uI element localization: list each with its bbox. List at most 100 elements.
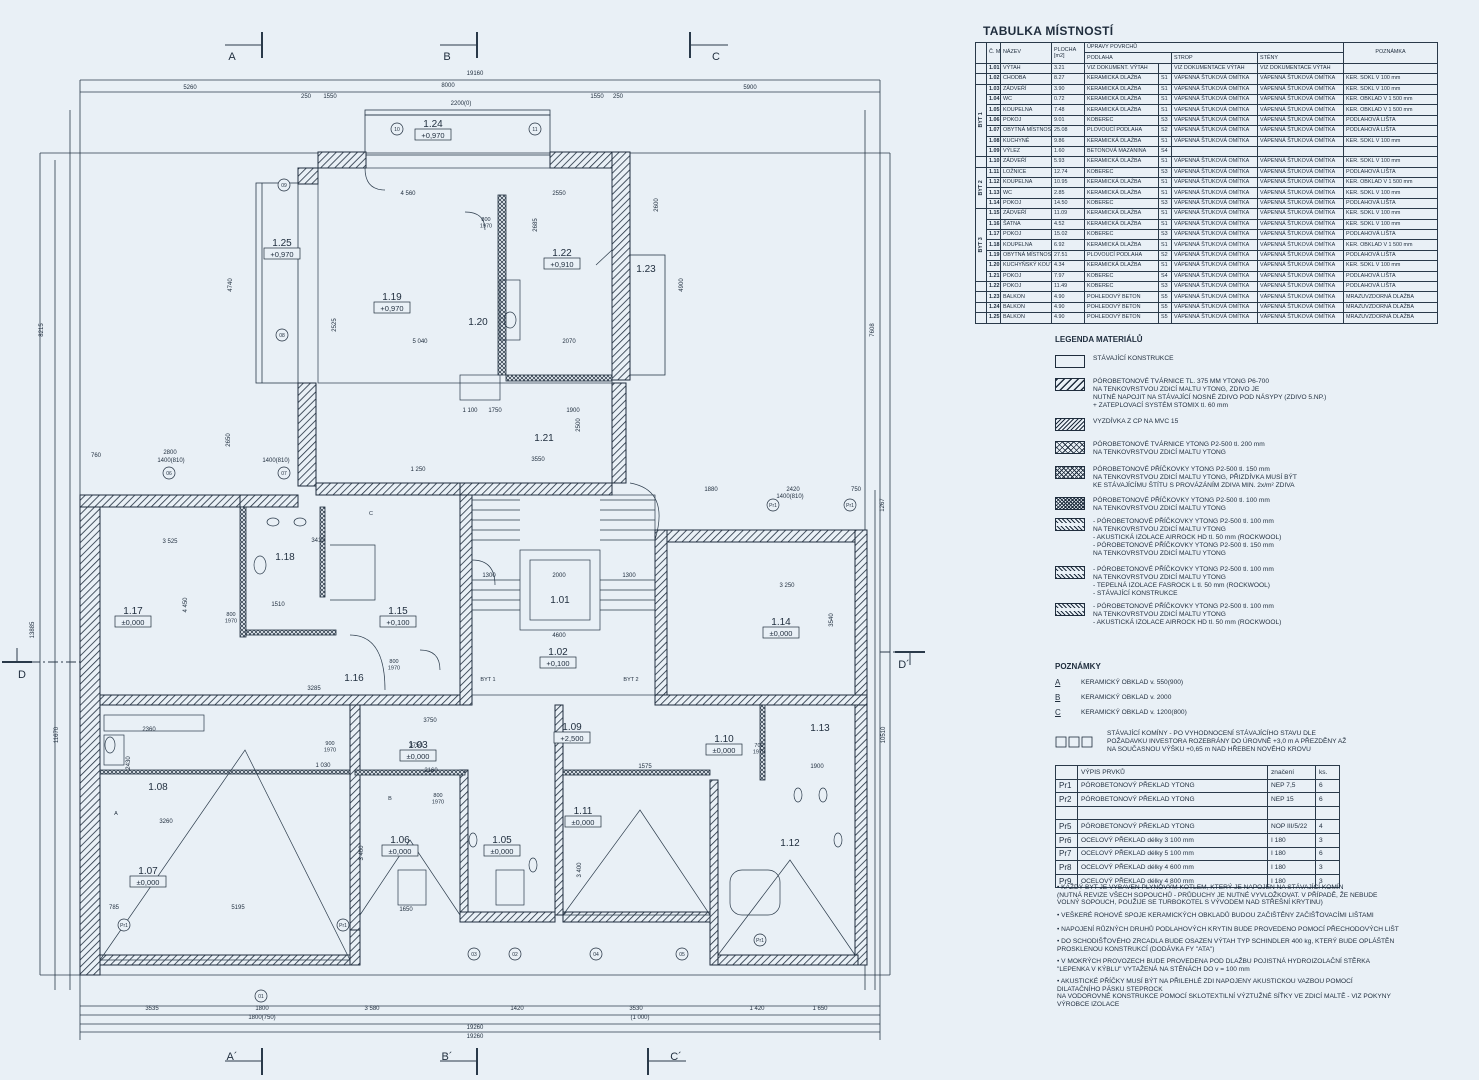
table-cell: S1 bbox=[1158, 73, 1172, 85]
walls bbox=[79, 151, 868, 976]
table-cell: 14.50 bbox=[1051, 197, 1085, 210]
table-cell: PLOVOUCÍ PODLAHA bbox=[1084, 125, 1159, 137]
table-cell: VÁPENNÁ ŠTUKOVÁ OMÍTKA bbox=[1171, 239, 1258, 251]
axis-marker-label: 11 bbox=[532, 127, 537, 133]
room-number: 1.19 bbox=[382, 292, 402, 303]
dimension-label: 4900 bbox=[679, 278, 685, 292]
room-number: 1.21 bbox=[534, 433, 554, 444]
table-cell: KERAMICKÁ DLAŽBA bbox=[1084, 239, 1159, 251]
plan-note: C bbox=[369, 511, 373, 517]
dimension-label: 3 250 bbox=[779, 583, 795, 589]
table-cell: 1.15 bbox=[986, 208, 1001, 220]
legend-swatch bbox=[1055, 497, 1085, 510]
room-number: 1.07 bbox=[138, 866, 158, 877]
table-cell: KER. SOKL V 100 mm bbox=[1343, 260, 1438, 272]
dimension-label: (1 000) bbox=[630, 1015, 649, 1021]
axis-marker-circle bbox=[753, 933, 767, 947]
dimension-label: 1880 bbox=[704, 487, 718, 493]
table-cell: PODLAHOVÁ LIŠTA bbox=[1343, 114, 1438, 127]
table-cell: VÁPENNÁ ŠTUKOVÁ OMÍTKA bbox=[1257, 104, 1344, 116]
dimension-label: 3 400 bbox=[577, 862, 583, 878]
axis-marker-circle bbox=[528, 122, 542, 136]
col-ks: ks. bbox=[1315, 765, 1340, 780]
table-cell: KOUPELNA bbox=[1000, 104, 1052, 116]
level-box bbox=[564, 815, 602, 828]
level-box bbox=[483, 844, 521, 857]
legend-text: PÓROBETONOVÉ TVÁRNICE TL. 375 MM YTONG P… bbox=[1093, 378, 1327, 409]
dimension-label: 3540 bbox=[829, 613, 835, 627]
table-cell: 1.07 bbox=[986, 125, 1001, 137]
dimension-label: 1300 bbox=[622, 573, 636, 579]
table-cell: POKOJ bbox=[1000, 197, 1052, 210]
table-cell: KUCHYŇSKÝ KOUT bbox=[1000, 260, 1052, 272]
dimension-label: 1650 bbox=[399, 907, 413, 913]
dimension-label: 8215 bbox=[39, 323, 45, 337]
dimension-label: 10510 bbox=[881, 726, 887, 743]
table-cell: S1 bbox=[1158, 135, 1172, 147]
legend-item: STÁVAJÍCÍ KONSTRUKCE bbox=[1055, 355, 1455, 368]
table-cell: WC bbox=[1000, 187, 1052, 199]
plan-note: 800 bbox=[226, 612, 235, 618]
table-cell: 5.93 bbox=[1051, 156, 1085, 168]
axis-marker-label: Pr1 bbox=[339, 923, 347, 929]
dimension-label: 2070 bbox=[562, 339, 576, 345]
note-text: KERAMICKÝ OBKLAD v. 2000 bbox=[1081, 694, 1172, 701]
plan-note: 1970 bbox=[225, 619, 237, 625]
dimension-label: 2550 bbox=[552, 191, 566, 197]
table-cell: VÁPENNÁ ŠTUKOVÁ OMÍTKA bbox=[1171, 156, 1258, 168]
legend-swatch bbox=[1055, 378, 1085, 391]
notes-title: POZNÁMKY bbox=[1055, 662, 1101, 671]
table-cell: 1.02 bbox=[986, 73, 1001, 85]
table-cell: KER. SOKL V 100 mm bbox=[1343, 187, 1438, 199]
table-cell: 3 bbox=[1315, 832, 1340, 848]
col-oznaceni: značení bbox=[1267, 765, 1316, 780]
dimension-label: 1750 bbox=[488, 408, 502, 414]
table-cell: VÁPENNÁ ŠTUKOVÁ OMÍTKA bbox=[1257, 135, 1344, 147]
table-cell: S1 bbox=[1158, 218, 1172, 231]
table-cell bbox=[1257, 145, 1344, 158]
level-box bbox=[762, 626, 800, 639]
table-cell: VIZ DOKUMENTACE VÝTAH bbox=[1257, 62, 1344, 75]
table-cell: CHODBA bbox=[1000, 73, 1052, 85]
dimension-label: 5900 bbox=[743, 85, 757, 91]
table-cell: POKOJ bbox=[1000, 114, 1052, 127]
table-cell: 1.06 bbox=[986, 114, 1001, 127]
table-cell: 1.08 bbox=[986, 135, 1001, 147]
dimension-label: 5 040 bbox=[412, 339, 428, 345]
dimension-label: 3 525 bbox=[162, 539, 178, 545]
table-cell: 1.14 bbox=[986, 197, 1001, 210]
table-cell: KER. SOKL V 100 mm bbox=[1343, 83, 1438, 95]
axis-marker-circle bbox=[275, 328, 289, 342]
axis-marker-circle bbox=[467, 947, 481, 961]
table-cell: S5 bbox=[1158, 312, 1172, 324]
table-cell: 1.19 bbox=[986, 249, 1001, 262]
table-cell: VÁPENNÁ ŠTUKOVÁ OMÍTKA bbox=[1257, 73, 1344, 85]
table-cell: PODLAHOVÁ LIŠTA bbox=[1343, 197, 1438, 210]
table-cell bbox=[1343, 62, 1438, 75]
table-cell: POHLEDOVÝ BETON bbox=[1084, 301, 1159, 314]
partitions bbox=[99, 194, 766, 781]
table-cell: KER. OBKLAD V 1 500 mm bbox=[1343, 239, 1438, 251]
plan-note: BYT 2 bbox=[623, 677, 638, 683]
room-number: 1.01 bbox=[550, 595, 570, 606]
table-cell: 1.60 bbox=[1051, 145, 1085, 158]
section-label: B bbox=[443, 51, 450, 63]
table-cell: VÁPENNÁ ŠTUKOVÁ OMÍTKA bbox=[1257, 229, 1344, 241]
dimension-label: 7608 bbox=[870, 323, 876, 337]
section-label: A bbox=[228, 51, 236, 63]
col-upravy: ÚPRAVY POVRCHŮ bbox=[1084, 41, 1344, 54]
room-level: ±0,000 bbox=[770, 629, 793, 638]
table-cell: S1 bbox=[1158, 177, 1172, 189]
table-cell: S1 bbox=[1158, 104, 1172, 116]
legend-text: - PÓROBETONOVÉ PŘÍČKOVKY YTONG P2-500 tl… bbox=[1093, 603, 1282, 626]
axis-marker-circle bbox=[254, 989, 268, 1003]
